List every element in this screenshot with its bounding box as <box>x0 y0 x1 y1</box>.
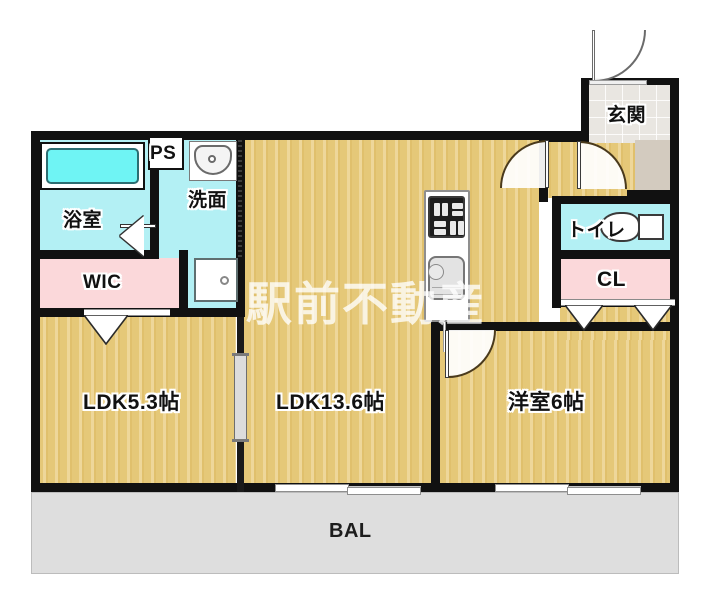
room-cl <box>560 258 679 306</box>
room-label-washroom: 洗面 <box>188 190 228 211</box>
duct-hatch-line <box>238 140 242 260</box>
wic-door-fold-arrow[interactable] <box>82 314 130 350</box>
kitchen-sink-line <box>432 294 461 295</box>
room-bedroom <box>439 330 679 492</box>
wall-ldk-divider-lower <box>237 440 244 492</box>
wall-hall-bottom-right <box>627 190 679 198</box>
window-pane-ldk-right[interactable] <box>347 487 421 495</box>
room-label-toilet: トイレ <box>567 220 626 241</box>
wall-toilet-left <box>552 196 561 258</box>
stove-burner <box>458 221 464 235</box>
room-label-entrance: 玄関 <box>607 105 647 126</box>
washing-machine-pan <box>194 258 238 302</box>
wall-top-main <box>31 131 588 140</box>
entrance-threshold <box>589 80 647 85</box>
wall-entrance-left <box>581 78 589 141</box>
wall-entrance-bottom-left <box>539 134 589 142</box>
window-pane-ldk-left[interactable] <box>275 484 349 492</box>
room-wic <box>38 258 180 310</box>
cl-door-track[interactable] <box>561 299 675 306</box>
stove-burner <box>434 221 446 227</box>
room-label-ldk-left: LDK5.3帖 <box>83 391 180 414</box>
stove-burner <box>452 211 463 216</box>
bathtub <box>46 148 139 184</box>
room-label-ldk-main: LDK13.6帖 <box>276 391 386 414</box>
wall-right-outer <box>670 83 679 492</box>
hall-door-right-leaf[interactable] <box>577 141 581 189</box>
kitchen-faucet <box>428 264 444 280</box>
stove-burner <box>442 203 448 216</box>
wall-bedroom-left <box>431 322 440 492</box>
bedroom-door-leaf[interactable] <box>445 330 449 378</box>
sliding-partition-cap-bottom <box>232 439 249 442</box>
stove-burner <box>434 203 440 216</box>
room-label-balcony: BAL <box>329 520 372 542</box>
sliding-partition-ldk <box>234 355 247 440</box>
pipe-shaft-box <box>148 136 184 170</box>
stove-burner <box>434 229 446 235</box>
wall-washroom-bottom <box>179 308 245 317</box>
room-label-ps: PS <box>150 143 177 164</box>
wall-toilet-bottom <box>552 250 679 259</box>
entrance-door-arc[interactable] <box>594 30 646 82</box>
wall-bath-bottom <box>31 250 159 259</box>
toilet-tank <box>638 214 664 240</box>
room-entrance <box>588 83 679 143</box>
wall-bedroom-top <box>431 322 679 331</box>
kitchen-stove <box>428 196 465 238</box>
stove-burner <box>450 221 456 235</box>
entrance-door-leaf[interactable] <box>592 30 595 82</box>
kitchen-sink <box>428 256 465 300</box>
wall-ldk-divider-upper <box>237 317 244 355</box>
hall-door-left-leaf[interactable] <box>545 140 549 188</box>
wall-bath-wash <box>150 131 159 259</box>
stove-burner <box>452 203 463 209</box>
wall-wic-right <box>179 250 188 317</box>
room-label-cl: CL <box>597 268 626 291</box>
room-ldk-left <box>36 310 236 492</box>
sliding-partition-cap-top <box>232 353 249 356</box>
room-label-bedroom: 洋室6帖 <box>508 391 585 414</box>
wash-basin-drain <box>208 155 216 163</box>
room-label-bathroom: 浴室 <box>63 210 103 231</box>
bathroom-door-arrow[interactable] <box>120 216 144 256</box>
cl-door-fold-arrow-left[interactable] <box>563 304 605 336</box>
room-label-wic: WIC <box>83 272 122 293</box>
wall-cl-left <box>552 250 561 308</box>
window-pane-bedroom-right[interactable] <box>567 487 641 495</box>
wall-toilet-top <box>552 196 679 204</box>
cl-door-fold-arrow-right[interactable] <box>632 304 674 336</box>
kitchen-sink-line <box>432 287 461 288</box>
washing-machine-drain <box>220 276 229 285</box>
window-pane-bedroom-left[interactable] <box>495 484 569 492</box>
